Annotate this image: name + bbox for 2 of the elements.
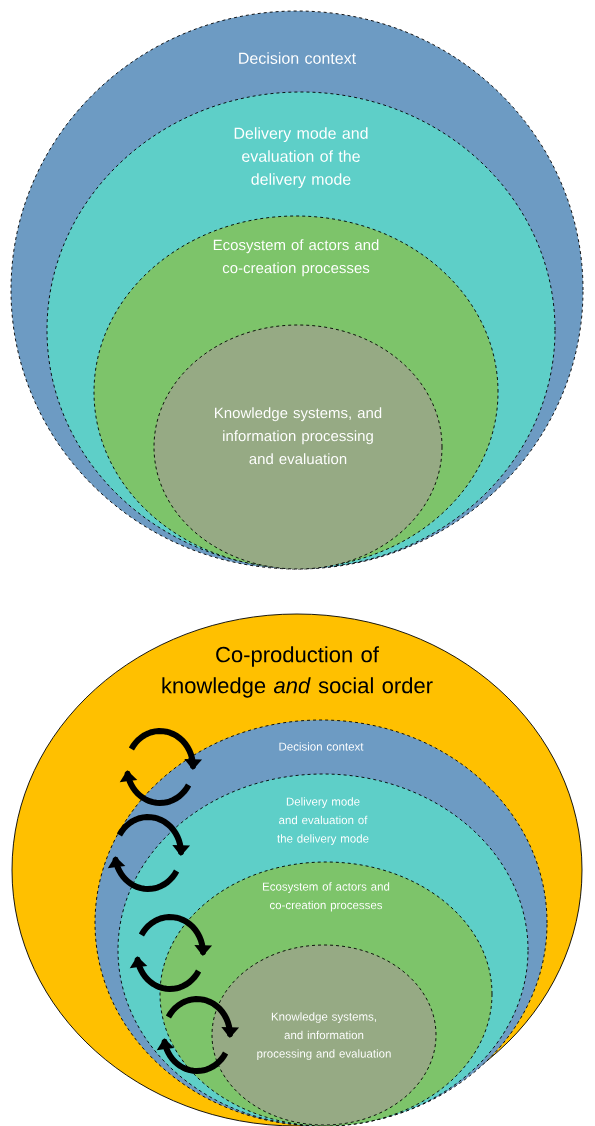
ellipse-region: Knowledge systems, and information processing and evaluation: [211, 944, 437, 1126]
ellipse-region: Knowledge systems, and information processing and evaluation: [153, 324, 443, 570]
